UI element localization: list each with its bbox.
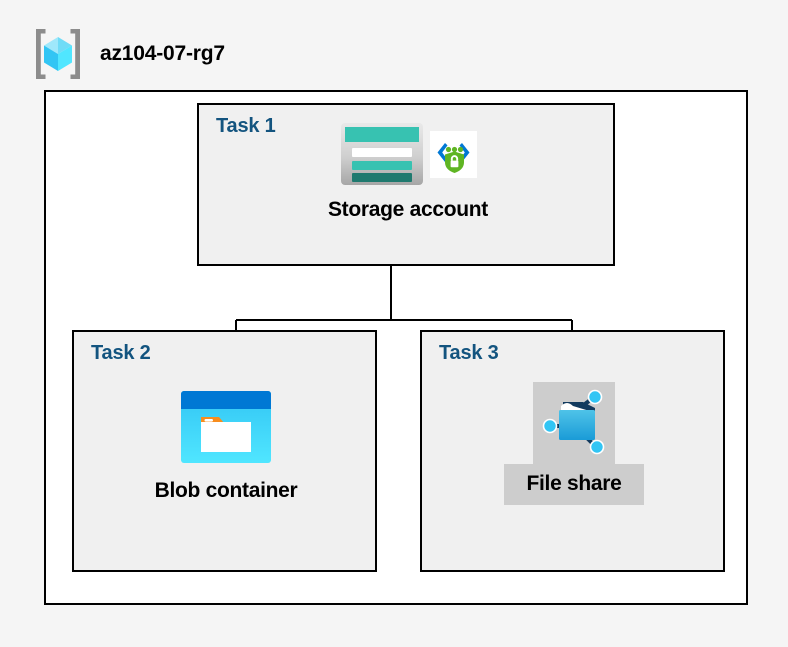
- resource-group-icon: [30, 26, 86, 82]
- storage-account-icon: [340, 122, 424, 186]
- blob-container-icon: [179, 389, 273, 479]
- node-file-share[interactable]: File share: [459, 382, 689, 505]
- node-blob-container[interactable]: Blob container: [121, 389, 331, 503]
- task-box-2: Task 2 Blob container: [72, 330, 377, 572]
- node-caption-storage-account: Storage account: [327, 198, 489, 221]
- task-box-3: Task 3: [420, 330, 725, 572]
- resource-group-header: az104-07-rg7: [30, 26, 225, 82]
- file-share-caption-highlight: File share: [504, 464, 644, 505]
- resource-group-title: az104-07-rg7: [100, 42, 225, 65]
- task-label-1: Task 1: [216, 115, 276, 137]
- file-share-icon-highlight: [533, 382, 615, 464]
- node-caption-blob-container: Blob container: [154, 479, 298, 502]
- file-share-icon: [537, 386, 611, 460]
- task-label-3: Task 3: [439, 342, 499, 364]
- node-caption-file-share: File share: [526, 472, 622, 495]
- storage-encryption-icon: [429, 122, 477, 178]
- task-label-2: Task 2: [91, 342, 151, 364]
- task-box-1: Task 1: [197, 103, 615, 266]
- storage-account-icon-row: [340, 122, 477, 186]
- node-storage-account[interactable]: Storage account: [295, 122, 521, 222]
